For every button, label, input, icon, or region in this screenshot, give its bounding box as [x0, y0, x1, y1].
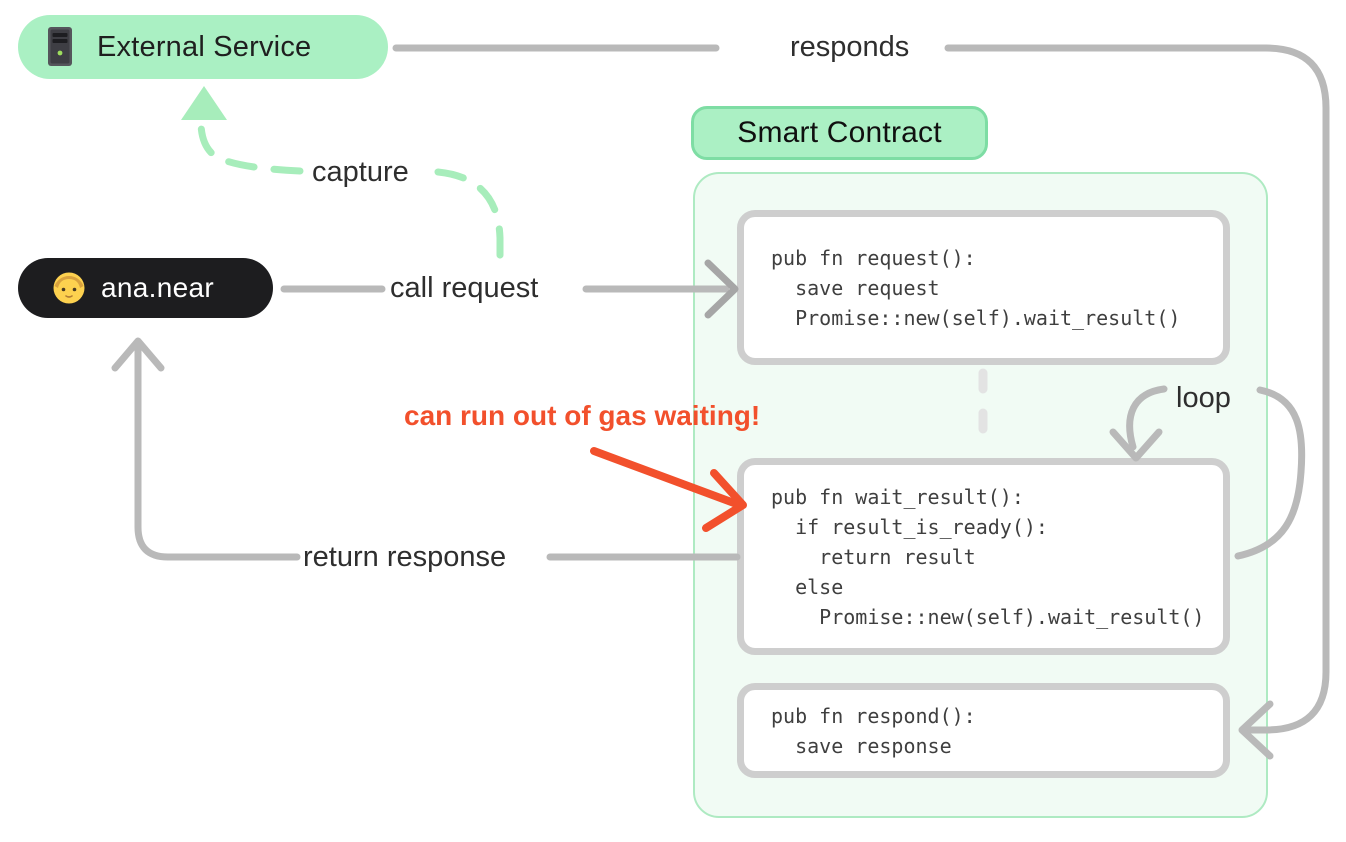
capture-label: capture [312, 156, 409, 188]
user-label: ana.near [101, 272, 214, 303]
code-line: Promise::new(self).wait_result() [771, 604, 1205, 629]
smart-contract-title: Smart Contract [691, 106, 988, 160]
code-line: if result_is_ready(): [771, 514, 1048, 539]
call-request-label: call request [390, 272, 539, 304]
capture-arrowhead [181, 86, 227, 120]
code-line: pub fn wait_result(): [771, 484, 1024, 509]
loop-label: loop [1176, 382, 1231, 414]
return-response-arrowhead [111, 337, 165, 372]
return-response-label: return response [303, 541, 507, 573]
external-service-label: External Service [97, 30, 312, 63]
user-node: ana.near [18, 258, 273, 318]
code-line: Promise::new(self).wait_result() [771, 305, 1181, 330]
code-line: else [771, 574, 844, 599]
capture-dashed-left [197, 114, 304, 175]
person-icon [52, 271, 86, 305]
return-response-line-left [134, 344, 301, 561]
code-line: return result [771, 544, 976, 569]
server-icon [45, 26, 75, 68]
code-line: pub fn respond(): [771, 703, 976, 728]
code-box-respond: pub fn respond(): save response [737, 683, 1230, 778]
capture-dashed-right [434, 168, 504, 274]
warning-text: can run out of gas waiting! [404, 400, 761, 431]
code-box-wait-result: pub fn wait_result(): if result_is_ready… [737, 458, 1230, 655]
smart-contract-title-label: Smart Contract [737, 116, 942, 149]
responds-label: responds [790, 31, 910, 63]
code-line: save request [771, 275, 940, 300]
code-line: pub fn request(): [771, 245, 976, 270]
code-line: save response [771, 733, 952, 758]
code-box-request: pub fn request(): save request Promise::… [737, 210, 1230, 365]
external-service-node: External Service [18, 15, 388, 79]
